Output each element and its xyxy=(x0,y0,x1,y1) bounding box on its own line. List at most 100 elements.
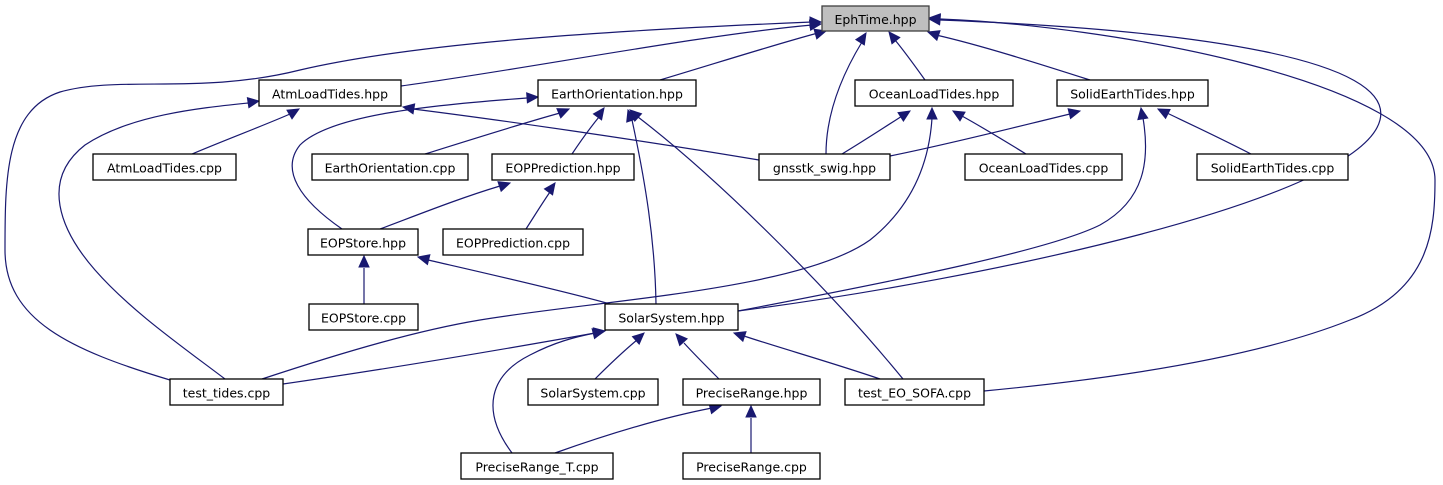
edge-line xyxy=(424,112,561,155)
edge-eopprediction_cpp-to-eopprediction_hpp xyxy=(525,182,556,230)
node-ephtime-hpp[interactable]: EphTime.hpp xyxy=(821,5,930,32)
arrowhead-icon xyxy=(675,333,689,347)
node-box[interactable] xyxy=(311,153,469,181)
node-label: SolidEarthTides.hpp xyxy=(1070,87,1195,102)
edge-line xyxy=(571,116,600,155)
edge-line xyxy=(683,342,720,380)
edge-line xyxy=(961,115,1027,155)
edge-preciserange_hpp-to-solarsystem_hpp xyxy=(675,333,720,380)
edge-line xyxy=(737,117,1147,312)
node-eopprediction-cpp[interactable]: EOPPrediction.cpp xyxy=(442,228,584,256)
node-preciserange-t-cpp[interactable]: PreciseRange_T.cpp xyxy=(460,452,614,480)
edge-solarsystem_hpp-to-solidearthtides_hpp xyxy=(737,106,1149,312)
node-label: EarthOrientation.hpp xyxy=(551,87,683,102)
edge-solarsystem_hpp-to-eopstore_hpp xyxy=(416,254,611,305)
edge-preciserange_cpp-to-preciserange_hpp xyxy=(745,404,757,453)
edge-gnsstk_swig_hpp-to-atmloadtides_hpp xyxy=(401,103,760,161)
node-box[interactable] xyxy=(527,378,659,406)
edge-oceanloadtides_cpp-to-oceanloadtides_hpp xyxy=(951,110,1027,155)
edge-line xyxy=(58,102,249,380)
arrowhead-icon xyxy=(951,110,966,122)
node-label: OceanLoadTides.hpp xyxy=(869,87,1000,102)
node-oceanloadtides-hpp[interactable]: OceanLoadTides.hpp xyxy=(854,79,1014,107)
node-solidearthtides-cpp[interactable]: SolidEarthTides.cpp xyxy=(1196,153,1349,181)
node-box[interactable] xyxy=(92,153,237,181)
edge-gnsstk_swig_hpp-to-ephtime_hpp xyxy=(825,31,867,155)
node-atmloadtides-cpp[interactable]: AtmLoadTides.cpp xyxy=(92,153,237,181)
node-box[interactable] xyxy=(1196,153,1349,181)
edge-oceanloadtides_hpp-to-ephtime_hpp xyxy=(888,31,926,81)
node-eopstore-cpp[interactable]: EOPStore.cpp xyxy=(308,303,419,331)
arrowhead-icon xyxy=(246,97,261,109)
node-solarsystem-cpp[interactable]: SolarSystem.cpp xyxy=(527,378,659,406)
node-label: EphTime.hpp xyxy=(834,12,916,27)
node-test-tides-cpp[interactable]: test_tides.cpp xyxy=(169,378,284,406)
node-box[interactable] xyxy=(460,452,614,480)
edge-line xyxy=(825,41,863,155)
node-box[interactable] xyxy=(1056,79,1209,107)
node-box[interactable] xyxy=(491,153,635,181)
node-label: SolidEarthTides.cpp xyxy=(1211,161,1335,176)
node-box[interactable] xyxy=(308,303,419,331)
node-box[interactable] xyxy=(821,5,930,32)
edge-eopprediction_hpp-to-earthorientation_hpp xyxy=(571,107,605,155)
node-box[interactable] xyxy=(682,378,821,406)
arrowhead-icon xyxy=(591,328,606,340)
edge-gnsstk_swig_hpp-to-oceanloadtides_hpp xyxy=(841,110,912,155)
edge-line xyxy=(889,113,1071,157)
node-preciserange-cpp[interactable]: PreciseRange.cpp xyxy=(682,452,821,480)
edge-solarsystem_cpp-to-solarsystem_hpp xyxy=(594,332,645,380)
node-box[interactable] xyxy=(258,79,402,107)
arrowhead-icon xyxy=(497,181,512,193)
node-test-eo-sofa-cpp[interactable]: test_EO_SOFA.cpp xyxy=(844,378,985,406)
edge-atmloadtides_hpp-to-ephtime_hpp xyxy=(400,19,823,87)
node-box[interactable] xyxy=(682,452,821,480)
node-atmloadtides-hpp[interactable]: AtmLoadTides.hpp xyxy=(258,79,402,107)
edge-test_eo_sofa_cpp-to-solarsystem_hpp xyxy=(732,331,881,380)
node-earthorientation-cpp[interactable]: EarthOrientation.cpp xyxy=(311,153,469,181)
node-solidearthtides-hpp[interactable]: SolidEarthTides.hpp xyxy=(1056,79,1209,107)
node-label: AtmLoadTides.hpp xyxy=(272,87,388,102)
node-box[interactable] xyxy=(758,153,891,181)
arrowhead-icon xyxy=(543,182,556,196)
edge-line xyxy=(737,19,1382,312)
node-preciserange-hpp[interactable]: PreciseRange.hpp xyxy=(682,378,821,406)
node-solarsystem-hpp[interactable]: SolarSystem.hpp xyxy=(604,303,739,331)
node-eopstore-hpp[interactable]: EOPStore.hpp xyxy=(307,228,419,256)
edge-line xyxy=(400,24,813,87)
node-earthorientation-hpp[interactable]: EarthOrientation.hpp xyxy=(537,79,697,107)
arrowhead-icon xyxy=(888,31,901,45)
node-box[interactable] xyxy=(442,228,584,256)
node-box[interactable] xyxy=(307,228,419,256)
node-box[interactable] xyxy=(604,303,739,331)
edge-line xyxy=(4,21,813,381)
arrowhead-icon xyxy=(1137,106,1149,121)
edge-eopstore_hpp-to-eopprediction_hpp xyxy=(379,181,512,230)
node-box[interactable] xyxy=(854,79,1014,107)
node-box[interactable] xyxy=(169,378,284,406)
node-eopprediction-hpp[interactable]: EOPPrediction.hpp xyxy=(491,153,635,181)
edge-line xyxy=(1166,112,1252,155)
node-box[interactable] xyxy=(964,153,1123,181)
node-label: EOPStore.cpp xyxy=(321,311,406,326)
node-box[interactable] xyxy=(844,378,985,406)
node-box[interactable] xyxy=(537,79,697,107)
arrowhead-icon xyxy=(927,13,941,25)
edge-eopstore_hpp-to-earthorientation_hpp xyxy=(291,92,540,230)
node-label: PreciseRange.hpp xyxy=(696,386,808,401)
arrowhead-icon xyxy=(631,332,645,345)
edge-line xyxy=(743,335,881,380)
node-label: SolarSystem.cpp xyxy=(540,386,645,401)
node-gnsstk-swig-hpp[interactable]: gnsstk_swig.hpp xyxy=(758,153,891,181)
node-label: test_EO_SOFA.cpp xyxy=(858,386,971,401)
node-label: EOPStore.hpp xyxy=(320,236,406,251)
edge-eopstore_cpp-to-eopstore_hpp xyxy=(358,254,370,304)
edge-solidearthtides_hpp-to-ephtime_hpp xyxy=(926,30,1091,81)
edge-test_tides_cpp-to-ephtime_hpp xyxy=(4,16,823,381)
edge-line xyxy=(492,332,596,454)
node-label: EOPPrediction.cpp xyxy=(456,236,570,251)
arrowhead-icon xyxy=(286,108,301,120)
arrowhead-icon xyxy=(526,92,540,104)
node-oceanloadtides-cpp[interactable]: OceanLoadTides.cpp xyxy=(964,153,1123,181)
